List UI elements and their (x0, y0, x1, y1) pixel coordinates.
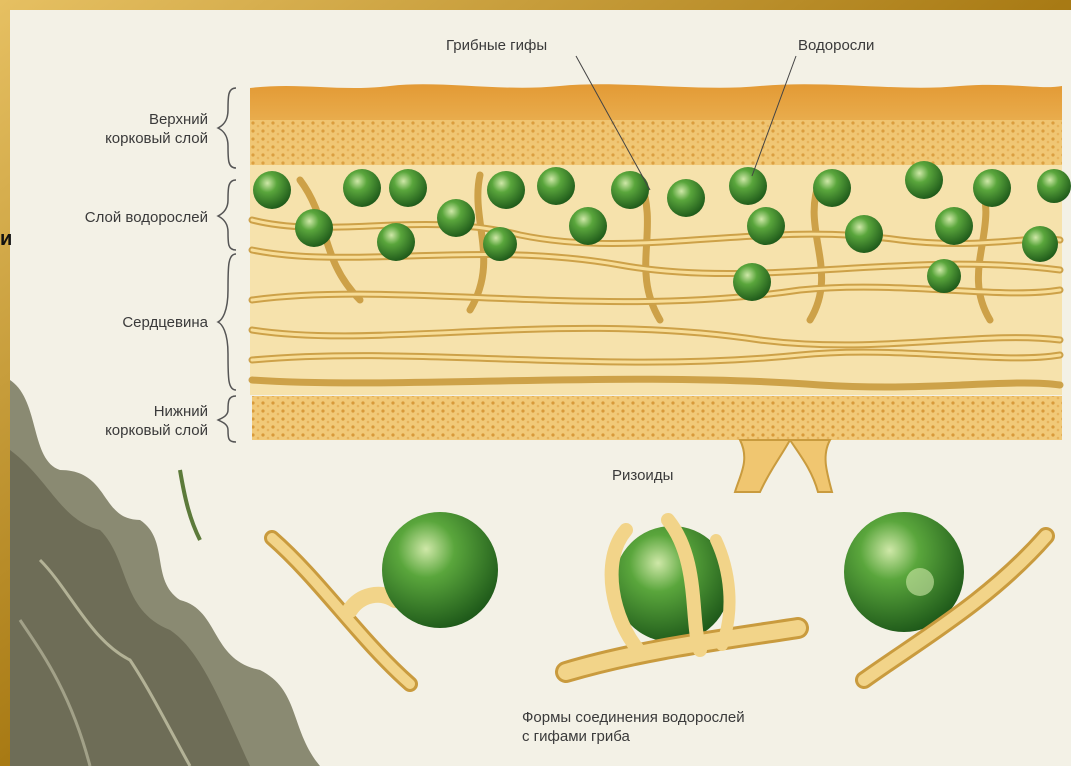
rhizoids-label: Ризоиды (612, 466, 673, 485)
algae-cell-icon (382, 512, 498, 628)
algae-cell-icon (935, 207, 973, 245)
algae-cell-icon (487, 171, 525, 209)
algae-cell-icon (813, 169, 851, 207)
algae-cell-icon (1022, 226, 1058, 262)
algae-cell-icon (729, 167, 767, 205)
lower-cortex-label: Нижний корковый слой (40, 402, 208, 440)
hyphae-label: Грибные гифы (446, 36, 547, 55)
algae-cell-icon (437, 199, 475, 237)
edge-text-fragment: и (0, 228, 12, 251)
connection-forms-caption: Формы соединения водорослей с гифами гри… (522, 708, 745, 746)
algae-cell-icon (845, 215, 883, 253)
algae-cell-icon (295, 209, 333, 247)
algae-cell-icon (927, 259, 961, 293)
algae-cell-icon (747, 207, 785, 245)
algae-cell-icon (483, 227, 517, 261)
algae-label: Водоросли (798, 36, 874, 55)
medulla-label: Сердцевина (40, 313, 208, 332)
algae-cell-icon (377, 223, 415, 261)
algae-cell-icon (253, 171, 291, 209)
algae-cell-icon (733, 263, 771, 301)
algae-cell-icon (537, 167, 575, 205)
algae-cell-icon (973, 169, 1011, 207)
algae-cell-icon (569, 207, 607, 245)
upper-cortex-label: Верхний корковый слой (40, 110, 208, 148)
upper-cortex-layer (250, 84, 1062, 170)
algae-cell-icon (389, 169, 427, 207)
algae-cell-icon (667, 179, 705, 217)
algae-cell-icon (1037, 169, 1071, 203)
algae-layer-label: Слой водорослей (30, 208, 208, 227)
algae-cell-icon (343, 169, 381, 207)
algae-cell-icon (905, 161, 943, 199)
algae-cell-icon (611, 171, 649, 209)
